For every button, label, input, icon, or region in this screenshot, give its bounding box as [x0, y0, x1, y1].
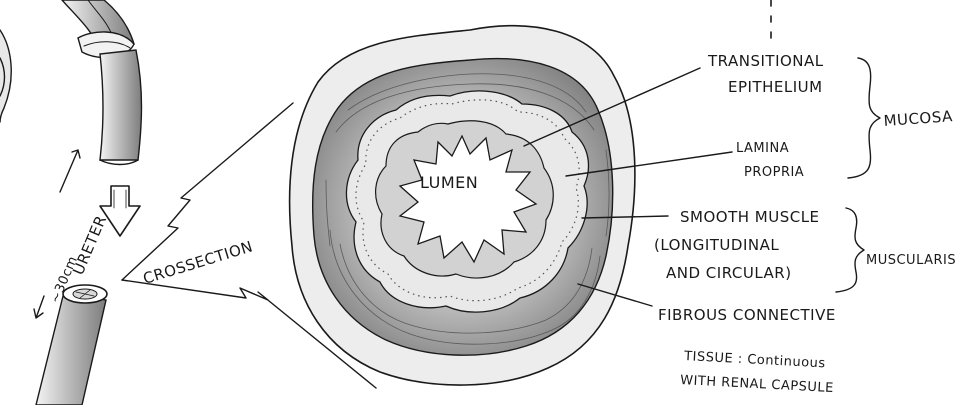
fibrous-connective-label-1: FIBROUS CONNECTIVE	[658, 306, 836, 324]
mucosa-label: MUCOSA	[883, 107, 954, 130]
lamina-propria-label-1: LAMINA	[736, 141, 789, 156]
crossection-label: CROSSECTION	[141, 237, 255, 287]
lamina-propria-label-2: PROPRIA	[744, 165, 804, 180]
fibrous-connective-label-2: TISSUE : Continuous	[683, 349, 826, 371]
ureter-lower-segment	[36, 285, 107, 405]
ureter-cross-section	[290, 26, 635, 385]
lumen-label: LUMEN	[420, 173, 478, 192]
circular-label: AND CIRCULAR)	[666, 264, 792, 282]
transitional-epithelium-label-2: EPITHELIUM	[728, 78, 823, 96]
fibrous-connective-label-3: WITH RENAL CAPSULE	[680, 373, 834, 396]
ureter-upper-segment	[62, 0, 142, 165]
brace-mucosa	[848, 58, 880, 178]
smooth-muscle-label: SMOOTH MUSCLE	[680, 208, 820, 226]
brace-muscularis	[836, 208, 864, 292]
longitudinal-label: (LONGITUDINAL	[654, 236, 779, 254]
kidney-edge	[0, 30, 11, 122]
muscularis-label: MUSCULARIS	[866, 253, 956, 268]
transitional-epithelium-label-1: TRANSITIONAL	[707, 52, 824, 70]
